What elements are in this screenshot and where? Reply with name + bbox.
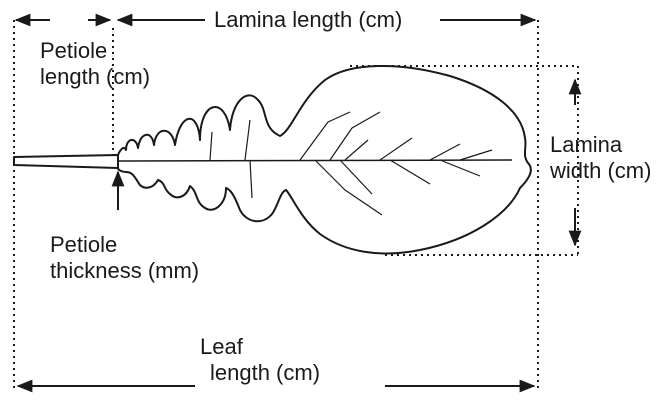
leaf-length-label: Leaf length (cm) — [200, 334, 320, 386]
petiole — [14, 155, 118, 168]
lamina-length-label: Lamina length (cm) — [214, 7, 402, 33]
petiole-length-label-line2: length (cm) — [40, 64, 150, 90]
lamina-width-label: Lamina width (cm) — [550, 132, 651, 184]
petiole-thickness-label-line2: thickness (mm) — [50, 258, 199, 284]
leaf-length-label-line2: length (cm) — [200, 360, 320, 386]
petiole-length-label: Petiole length (cm) — [40, 38, 150, 90]
lamina-width-label-line1: Lamina — [550, 132, 651, 158]
petiole-thickness-label-line1: Petiole — [50, 232, 199, 258]
leaf-length-label-line1: Leaf — [200, 334, 320, 360]
leaf-illustration — [14, 66, 531, 254]
petiole-thickness-label: Petiole thickness (mm) — [50, 232, 199, 284]
lamina-width-label-line2: width (cm) — [550, 158, 651, 184]
petiole-length-label-line1: Petiole — [40, 38, 150, 64]
